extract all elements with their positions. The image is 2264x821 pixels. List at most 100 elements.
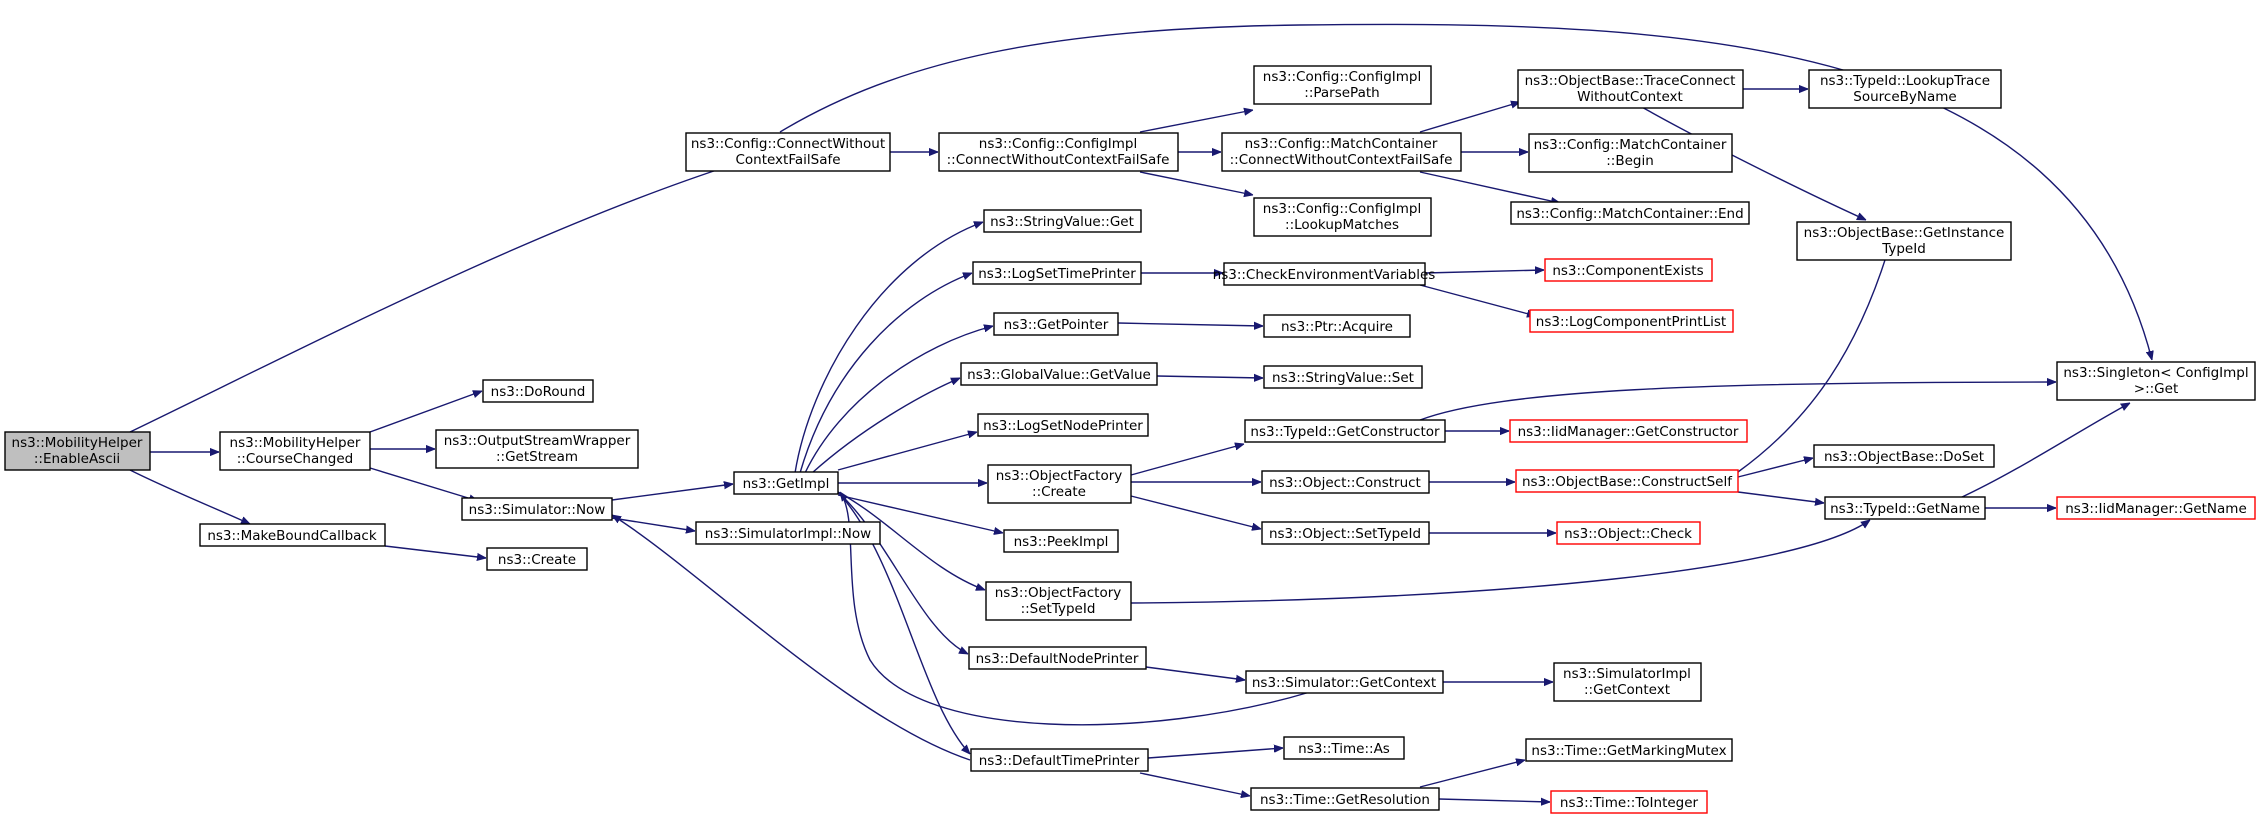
node-simulator-impl-now[interactable]: ns3::SimulatorImpl::Now xyxy=(695,521,881,545)
node-do-round[interactable]: ns3::DoRound xyxy=(482,379,594,403)
node-label-line: ns3::LogSetTimePrinter xyxy=(978,266,1136,282)
node-label-line: ns3::CheckEnvironmentVariables xyxy=(1213,267,1436,283)
node-make-bound-callback[interactable]: ns3::MakeBoundCallback xyxy=(199,523,386,547)
node-iid-manager-get-constructor[interactable]: ns3::IidManager::GetConstructor xyxy=(1509,419,1748,443)
edge-construct-self-to-get-name xyxy=(1737,491,1824,503)
node-object-check[interactable]: ns3::Object::Check xyxy=(1556,521,1701,545)
node-label-line: ns3::Config::ConfigImpl xyxy=(1263,201,1421,217)
edge-object-factory-create-to-get-constructor xyxy=(1130,444,1244,476)
node-config-impl-connect-failsafe[interactable]: ns3::Config::ConfigImpl ::ConnectWithout… xyxy=(938,132,1179,172)
node-root[interactable]: ns3::MobilityHelper ::EnableAscii xyxy=(4,431,151,471)
node-string-value-set[interactable]: ns3::StringValue::Set xyxy=(1263,365,1423,389)
node-label-line: ns3::LogSetNodePrinter xyxy=(983,418,1143,434)
node-time-as[interactable]: ns3::Time::As xyxy=(1283,736,1405,760)
node-label-line: ns3::Object::Construct xyxy=(1269,475,1421,491)
node-label-line: ns3::Config::ConfigImpl xyxy=(1263,69,1421,85)
node-label-line: >::Get xyxy=(2134,381,2178,397)
edge-match-container-to-end xyxy=(1419,171,1560,203)
edge-get-impl-to-default-node-printer xyxy=(837,491,968,655)
edge-global-value-to-string-value-set xyxy=(1156,376,1263,378)
node-match-container-end[interactable]: ns3::Config::MatchContainer::End xyxy=(1510,201,1750,225)
node-label-line: ns3::ObjectBase::DoSet xyxy=(1824,449,1984,465)
node-connect-without-context-failsafe[interactable]: ns3::Config::ConnectWithout ContextFailS… xyxy=(685,132,891,172)
edge-course-changed-to-simulator-now xyxy=(369,467,478,501)
node-default-node-printer[interactable]: ns3::DefaultNodePrinter xyxy=(968,646,1147,670)
node-simulator-get-context[interactable]: ns3::Simulator::GetContext xyxy=(1245,670,1444,694)
edge-course-changed-to-do-round xyxy=(369,391,482,433)
node-label-line: ns3::GlobalValue::GetValue xyxy=(967,367,1151,383)
node-label-line: ns3::Object::Check xyxy=(1564,526,1692,542)
node-label-line: ::GetContext xyxy=(1584,682,1670,698)
node-singleton-get[interactable]: ns3::Singleton< ConfigImpl >::Get xyxy=(2056,361,2256,401)
node-object-factory-set-type-id[interactable]: ns3::ObjectFactory ::SetTypeId xyxy=(985,581,1132,621)
node-label-line: ::ConnectWithoutContextFailSafe xyxy=(1230,152,1453,168)
node-get-instance-type-id[interactable]: ns3::ObjectBase::GetInstance TypeId xyxy=(1796,221,2012,261)
edge-get-impl-to-peek-impl xyxy=(837,494,1003,533)
node-match-container-connect-failsafe[interactable]: ns3::Config::MatchContainer ::ConnectWit… xyxy=(1221,132,1462,172)
edge-get-impl-to-object-factory-set-type-id xyxy=(837,491,985,590)
edge-config-impl-to-lookup-matches xyxy=(1139,171,1253,195)
node-time-to-integer[interactable]: ns3::Time::ToInteger xyxy=(1550,790,1708,814)
node-get-pointer[interactable]: ns3::GetPointer xyxy=(993,312,1119,336)
node-object-set-type-id[interactable]: ns3::Object::SetTypeId xyxy=(1261,521,1430,545)
node-string-value-get[interactable]: ns3::StringValue::Get xyxy=(983,209,1142,233)
node-label-line: ::ConnectWithoutContextFailSafe xyxy=(947,152,1170,168)
node-component-exists[interactable]: ns3::ComponentExists xyxy=(1544,258,1713,282)
node-label-line: ns3::ObjectBase::GetInstance xyxy=(1804,225,2005,241)
edge-simulator-now-to-get-impl xyxy=(611,484,733,501)
node-label-line: ns3::SimulatorImpl xyxy=(1563,666,1691,682)
node-object-construct[interactable]: ns3::Object::Construct xyxy=(1261,470,1430,494)
node-label-line: ns3::SimulatorImpl::Now xyxy=(705,526,871,542)
edge-default-time-printer-to-simulator-now xyxy=(612,515,971,761)
edge-root-to-make-bound-callback xyxy=(129,469,250,525)
node-label-line: ::Begin xyxy=(1606,153,1654,169)
node-simulator-impl-get-context[interactable]: ns3::SimulatorImpl ::GetContext xyxy=(1553,662,1702,702)
node-type-id-get-constructor[interactable]: ns3::TypeId::GetConstructor xyxy=(1244,419,1446,443)
node-ptr-acquire[interactable]: ns3::Ptr::Acquire xyxy=(1263,314,1411,338)
node-default-time-printer[interactable]: ns3::DefaultTimePrinter xyxy=(970,748,1149,772)
node-iid-manager-get-name[interactable]: ns3::IidManager::GetName xyxy=(2056,496,2256,520)
node-log-set-time-printer[interactable]: ns3::LogSetTimePrinter xyxy=(972,261,1142,285)
edge-check-env-to-component-exists xyxy=(1424,270,1544,273)
edge-trace-connect-to-get-instance-type-id xyxy=(1639,105,1866,221)
node-label-line: ns3::DefaultNodePrinter xyxy=(976,651,1139,667)
node-label-line: ns3::ObjectBase::TraceConnect xyxy=(1525,73,1736,89)
node-simulator-now[interactable]: ns3::Simulator::Now xyxy=(461,497,613,521)
node-log-component-print-list[interactable]: ns3::LogComponentPrintList xyxy=(1529,309,1734,333)
edge-connect-failsafe-to-singleton-get xyxy=(779,23,2152,360)
edge-default-time-printer-to-time-as xyxy=(1147,748,1283,759)
node-global-value-get-value[interactable]: ns3::GlobalValue::GetValue xyxy=(960,362,1158,386)
node-label-line: ns3::MobilityHelper xyxy=(230,435,361,451)
edge-construct-self-to-instance-type-id xyxy=(1737,234,1893,473)
node-trace-connect-without-context[interactable]: ns3::ObjectBase::TraceConnect WithoutCon… xyxy=(1517,69,1744,109)
node-check-environment-variables[interactable]: ns3::CheckEnvironmentVariables xyxy=(1213,262,1436,286)
node-config-impl-parse-path[interactable]: ns3::Config::ConfigImpl ::ParsePath xyxy=(1253,65,1432,105)
node-label-line: ns3::PeekImpl xyxy=(1014,534,1109,550)
node-label-line: ns3::Config::MatchContainer xyxy=(1534,137,1727,153)
node-match-container-begin[interactable]: ns3::Config::MatchContainer ::Begin xyxy=(1528,133,1733,173)
node-label-line: ns3::TypeId::GetConstructor xyxy=(1250,424,1440,440)
node-object-base-do-set[interactable]: ns3::ObjectBase::DoSet xyxy=(1813,444,1995,468)
node-object-factory-create[interactable]: ns3::ObjectFactory ::Create xyxy=(987,464,1132,504)
node-label-line: ns3::Create xyxy=(498,552,576,568)
edge-simulator-now-to-simulator-impl-now xyxy=(611,517,695,531)
node-create[interactable]: ns3::Create xyxy=(486,547,588,571)
node-label-line: ns3::Config::MatchContainer::End xyxy=(1516,206,1743,222)
node-output-stream-get-stream[interactable]: ns3::OutputStreamWrapper ::GetStream xyxy=(435,429,639,469)
edge-get-impl-to-get-pointer xyxy=(804,326,993,474)
node-config-impl-lookup-matches[interactable]: ns3::Config::ConfigImpl ::LookupMatches xyxy=(1253,197,1432,237)
node-type-id-get-name[interactable]: ns3::TypeId::GetName xyxy=(1824,496,1986,520)
node-label-line: ns3::Config::MatchContainer xyxy=(1245,136,1438,152)
node-label-line: ns3::StringValue::Get xyxy=(990,214,1134,230)
node-time-get-resolution[interactable]: ns3::Time::GetResolution xyxy=(1250,787,1440,811)
edge-root-to-connect-failsafe xyxy=(129,164,735,433)
node-label-line: ::CourseChanged xyxy=(237,451,353,467)
node-object-base-construct-self[interactable]: ns3::ObjectBase::ConstructSelf xyxy=(1515,469,1739,493)
node-peek-impl[interactable]: ns3::PeekImpl xyxy=(1003,529,1119,553)
node-get-impl[interactable]: ns3::GetImpl xyxy=(733,471,839,495)
node-course-changed[interactable]: ns3::MobilityHelper ::CourseChanged xyxy=(219,431,371,471)
node-log-set-node-printer[interactable]: ns3::LogSetNodePrinter xyxy=(977,413,1149,437)
node-time-get-marking-mutex[interactable]: ns3::Time::GetMarkingMutex xyxy=(1525,738,1733,762)
node-lookup-trace-source-by-name[interactable]: ns3::TypeId::LookupTrace SourceByName xyxy=(1808,69,2002,109)
